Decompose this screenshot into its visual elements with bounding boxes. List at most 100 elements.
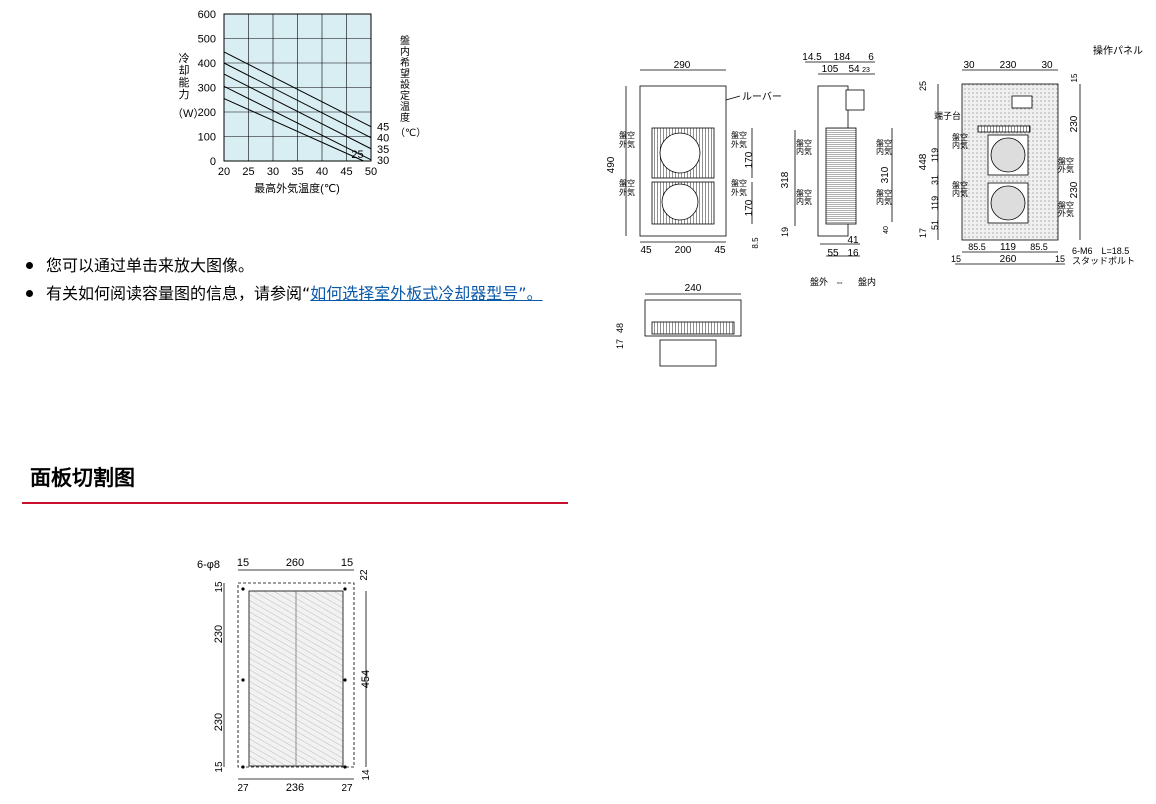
- chart-y-tick-6: 600: [198, 9, 216, 21]
- dim-side-b1: 41: [847, 235, 859, 246]
- rear-air-l2-char-1: 内: [952, 188, 960, 198]
- side-air-r2-char-0: 盤: [876, 188, 884, 198]
- dim-side-d3: 6: [868, 52, 874, 63]
- chart-y-tick-3: 300: [198, 83, 216, 95]
- chart-legend-char-3: 望: [400, 67, 410, 80]
- side-view: [794, 61, 893, 257]
- dim-rear-t1: 30: [963, 60, 975, 71]
- dim-rear-b-total: 260: [1000, 254, 1017, 265]
- label-operation-panel: 操作パネル: [1093, 44, 1143, 57]
- cutout-outline: [223, 569, 367, 780]
- front-air-l1-char-2: 空: [627, 130, 635, 140]
- chart-series-label-25: 25: [351, 149, 363, 161]
- info-bullets: 您可以通过单击来放大图像。 有关如何阅读容量图的信息，请参阅“如何选择室外板式冷…: [22, 253, 562, 309]
- rear-air-r2-char-3: 気: [1066, 208, 1074, 218]
- rear-air-l1-char-1: 内: [952, 140, 960, 150]
- rear-air-r1-char-2: 空: [1066, 156, 1074, 166]
- chart-y-tick-1: 100: [198, 132, 216, 144]
- side-air-l2-char-0: 盤: [796, 188, 804, 198]
- rear-air-r2-char-0: 盤: [1058, 200, 1066, 210]
- dim-side-b2: 55: [827, 248, 839, 259]
- dim-side-d2: 184: [834, 52, 851, 63]
- front-air-r2-char-2: 空: [739, 178, 747, 188]
- chart-series-label-40: 40: [377, 133, 389, 145]
- rear-air-l1-char-3: 気: [960, 140, 968, 150]
- dim-side-h3: 19: [780, 227, 790, 237]
- front-air-l1-char-3: 気: [627, 139, 635, 149]
- chart-legend-unit: （℃）: [395, 127, 420, 139]
- front-air-r1-char-2: 空: [739, 130, 747, 140]
- dim-bottom-width: 240: [685, 283, 702, 294]
- dim-rear-l4: 51: [930, 220, 940, 230]
- chart-x-tick-3: 35: [291, 166, 303, 178]
- dim-rear-t3: 30: [1041, 60, 1053, 71]
- external-dimension-drawing: 290 490 ルーバー 45 200 45 8.5 170 170 盤外空気 …: [606, 44, 1143, 367]
- dim-rear-l5: 17: [918, 228, 928, 238]
- dim-rear-b-side-left: 15: [951, 254, 961, 264]
- bullet-enlarge: 您可以通过单击来放大图像。: [22, 253, 562, 279]
- bullet-enlarge-text: 您可以通过单击来放大图像。: [46, 256, 255, 275]
- rear-air-r1-char-3: 気: [1066, 164, 1074, 174]
- panel-cutout-drawing: 6-φ8 15 260 15 22 454 14 15 230 230 15 2…: [197, 557, 372, 794]
- dim-cut-b1: 27: [237, 783, 249, 794]
- chart-legend-char-5: 定: [400, 89, 410, 102]
- dim-side-b3: 16: [847, 248, 859, 259]
- bullet-howto: 有关如何阅读容量图的信息，请参阅“如何选择室外板式冷却器型号”。: [22, 281, 562, 307]
- dim-rear-b3: 85.5: [1030, 242, 1048, 252]
- label-stud-bolt: スタッドボルト: [1072, 256, 1135, 266]
- side-air-r1-char-2: 空: [884, 138, 892, 148]
- chart-ylabel-char-3: 力: [179, 88, 190, 101]
- front-air-l2-char-2: 空: [627, 178, 635, 188]
- side-air-l2-char-1: 内: [796, 196, 804, 206]
- dim-front-fan-h1: 170: [744, 151, 755, 168]
- rear-air-r1-char-0: 盤: [1058, 156, 1066, 166]
- side-air-r2-char-2: 空: [884, 188, 892, 198]
- chart-legend-char-2: 希: [400, 56, 410, 69]
- dim-rear-r3: 230: [1069, 115, 1080, 132]
- chart-legend-char-6: 温: [400, 101, 410, 113]
- chart-x-tick-5: 45: [340, 166, 352, 178]
- dim-cut-l-top: 15: [214, 581, 225, 593]
- side-air-r2-char-1: 内: [876, 196, 884, 206]
- side-air-l1-char-2: 空: [804, 138, 812, 148]
- side-air-l2-char-2: 空: [804, 188, 812, 198]
- chart-series-label-45: 45: [377, 122, 389, 134]
- chart-legend-char-4: 設: [400, 78, 410, 91]
- dim-cut-l-bot: 15: [214, 761, 225, 773]
- dim-cut-b3: 27: [341, 783, 353, 794]
- rear-air-l1-char-0: 盤: [952, 132, 960, 142]
- dim-cut-t2: 260: [286, 557, 304, 569]
- dim-side-d5: 54: [848, 64, 860, 75]
- chart-x-tick-2: 30: [267, 166, 279, 178]
- select-model-link[interactable]: 如何选择室外板式冷却器型号”。: [310, 284, 543, 303]
- front-view: [625, 69, 753, 243]
- rear-air-l2-char-3: 気: [960, 188, 968, 198]
- dim-front-height: 490: [606, 156, 617, 173]
- rear-air-r2-char-2: 空: [1066, 200, 1074, 210]
- legend-arrow: ⇔: [835, 277, 844, 287]
- chart-ylabel-char-1: 却: [179, 64, 190, 77]
- dim-rear-b2: 119: [1000, 242, 1016, 253]
- front-air-l2-char-3: 気: [627, 187, 635, 197]
- side-air-r1-char-3: 気: [884, 146, 892, 156]
- rear-air-l1-char-2: 空: [960, 132, 968, 142]
- chart-ylabel-char-0: 冷: [179, 52, 190, 65]
- bullet-howto-text: 有关如何阅读容量图的信息，请参阅“: [46, 284, 311, 303]
- dim-side-h4: 40: [883, 226, 890, 234]
- dim-cut-l2: 230: [213, 713, 225, 731]
- chart-ylabel-unit: （W）: [172, 107, 204, 120]
- mounting-holes: [241, 587, 347, 769]
- front-air-l2-char-0: 盤: [619, 178, 627, 188]
- front-air-l1-char-0: 盤: [619, 130, 627, 140]
- side-air-l2-char-3: 気: [804, 196, 812, 206]
- dim-side-h1: 318: [780, 171, 791, 188]
- front-air-l2-char-1: 外: [619, 187, 627, 197]
